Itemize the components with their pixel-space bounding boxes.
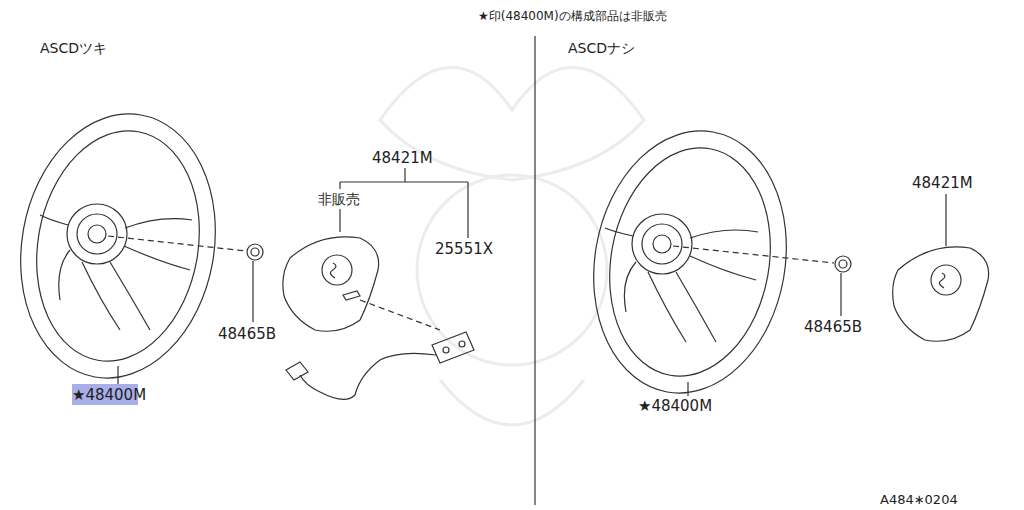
variant-heading: ASCDナシ [568,41,635,55]
part-number: ★48400M [638,399,712,414]
leader-line [117,366,118,384]
part-number: ★48400M [72,388,146,403]
leader-line [687,382,688,396]
part-number: 48421M [372,151,433,166]
divider [534,36,535,505]
leader-line [252,261,253,322]
variant-heading: ASCDツキ [40,41,107,55]
note: 非販売 [318,192,360,206]
steering-wheel-right [574,116,807,409]
watermark [380,67,644,425]
leader-line [840,273,841,316]
center-line [673,246,834,263]
figure-id: A484∗0204 [880,493,958,506]
airbag-pad-right [893,247,989,341]
part-number: 48465B [804,320,862,335]
airbag-pad-left [283,237,379,331]
note: ★印(48400M)の構成部品は非販売 [478,10,667,22]
nut-left [247,244,263,260]
switch-harness [286,332,474,399]
part-number: 25551X [435,242,493,257]
part-number: 48465B [218,327,276,342]
part-number: 48421M [912,176,973,191]
leader-line [945,194,946,246]
nut-right [835,256,851,272]
center-line [108,236,246,251]
center-line [360,300,440,330]
